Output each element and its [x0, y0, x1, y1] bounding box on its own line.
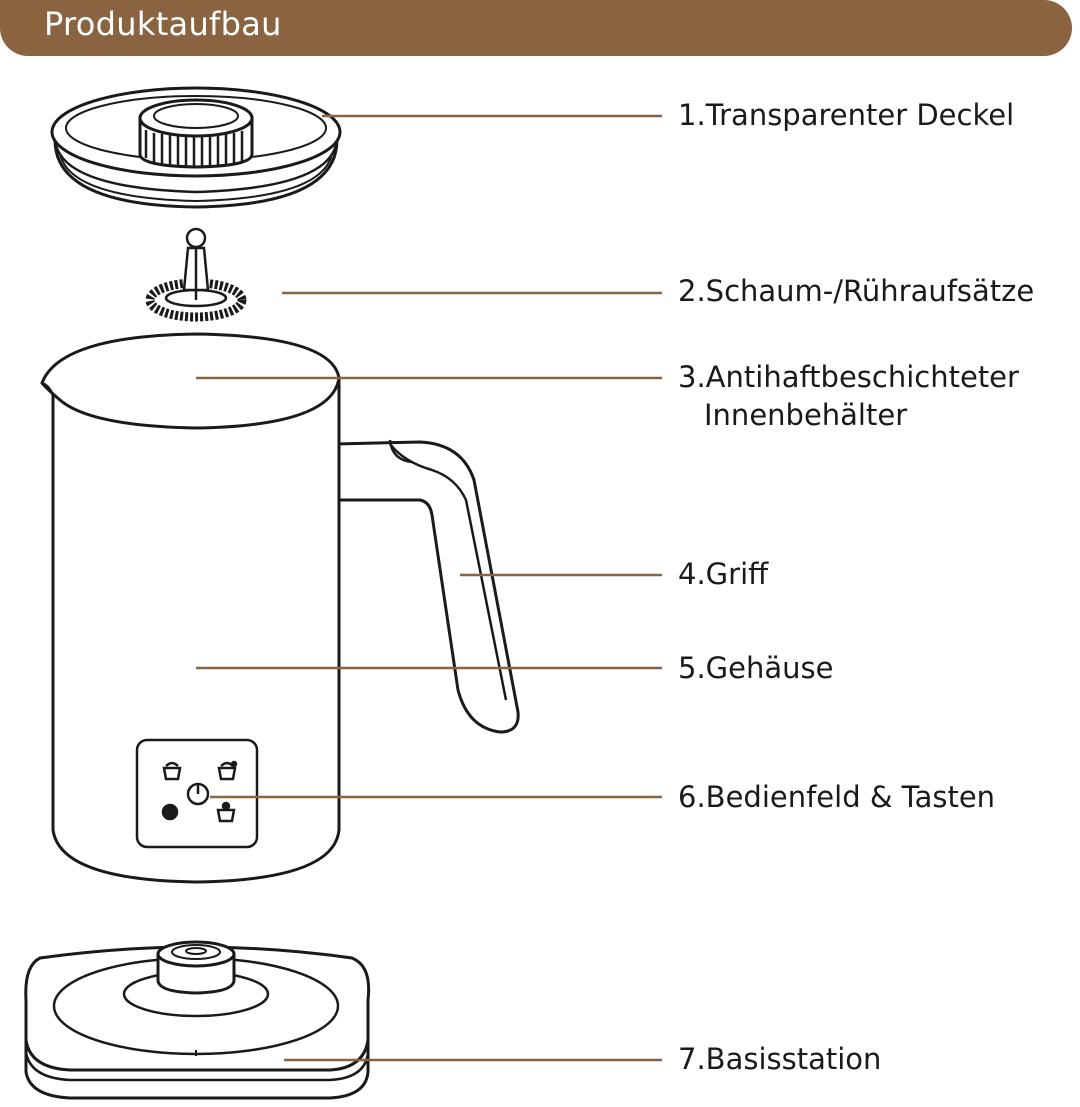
label-whisk: 2.Schaum-/Rühraufsätze	[678, 273, 1034, 309]
lid-drawing	[52, 88, 340, 207]
label-inner-container-line2: Innenbehälter	[704, 397, 907, 433]
label-housing: 5.Gehäuse	[678, 650, 833, 686]
whisk-drawing	[150, 229, 242, 317]
label-handle: 4.Griff	[678, 556, 768, 592]
label-base-station: 7.Basisstation	[678, 1041, 881, 1077]
label-inner-container: 3.Antihaftbeschichteter	[678, 359, 1019, 395]
jug-drawing	[42, 334, 518, 882]
label-control-panel: 6.Bedienfeld & Tasten	[678, 779, 995, 815]
base-station-drawing	[26, 942, 369, 1098]
label-lid: 1.Transparenter Deckel	[678, 97, 1014, 133]
cold-mode-icon	[163, 805, 177, 819]
